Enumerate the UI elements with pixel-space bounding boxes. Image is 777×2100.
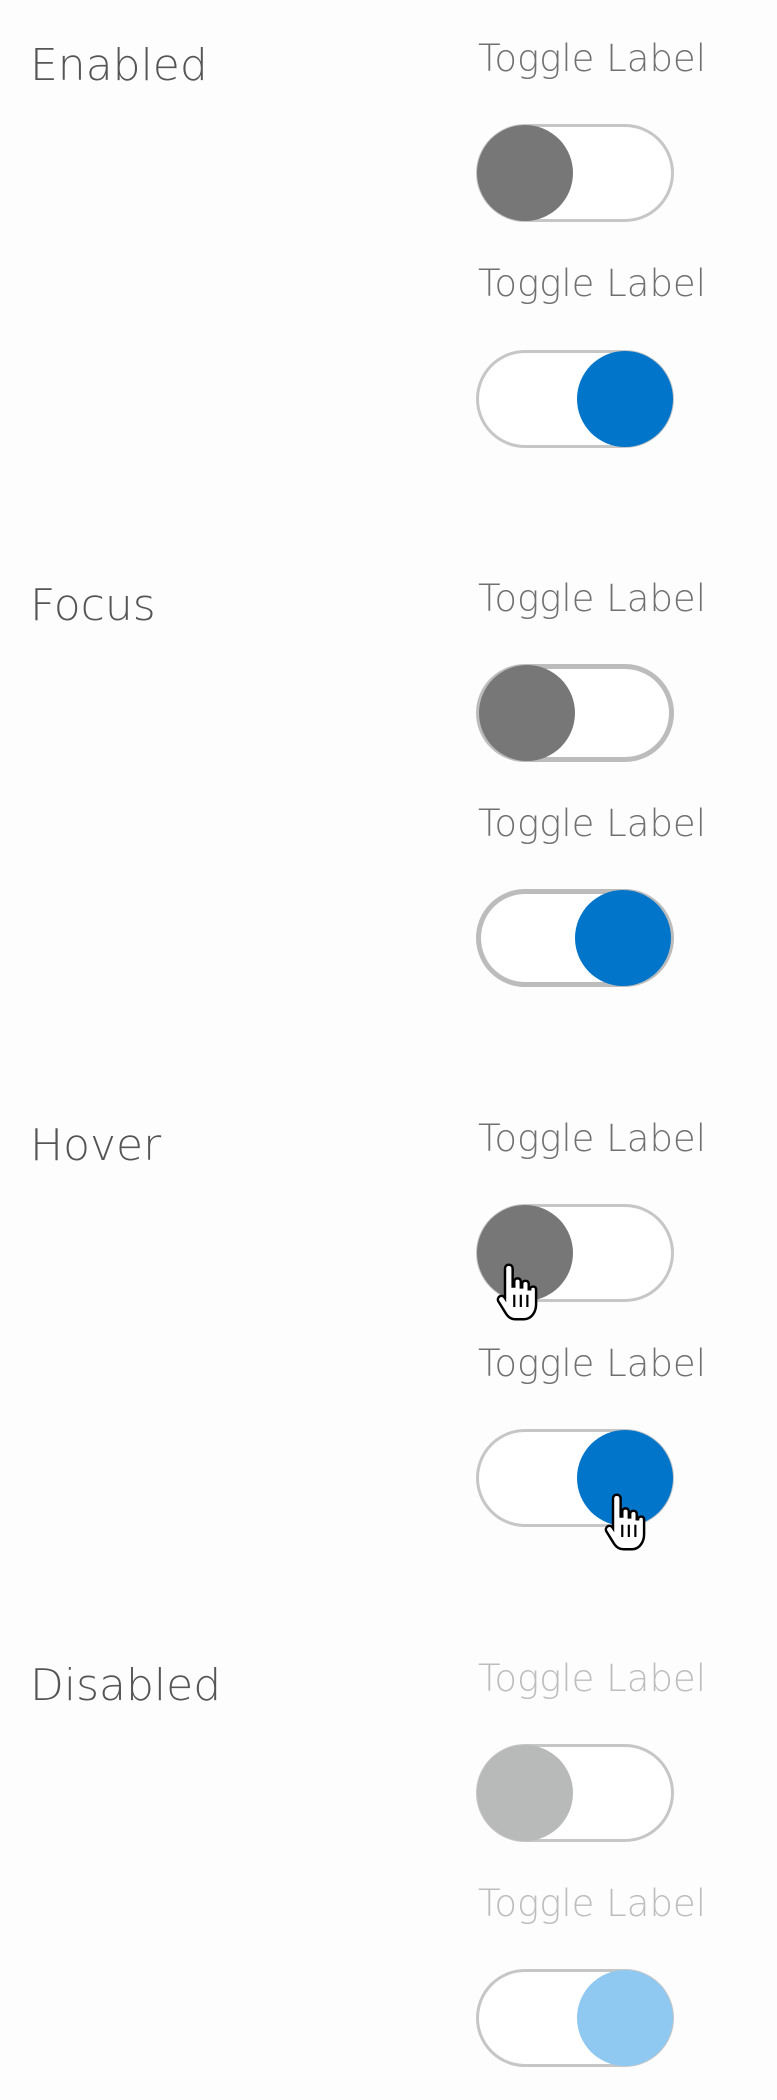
- section-title-disabled: Disabled: [30, 1660, 222, 1711]
- toggle-label: Toggle Label: [478, 1342, 706, 1385]
- section-title-hover: Hover: [30, 1120, 162, 1171]
- toggle-switch-off[interactable]: [476, 124, 674, 222]
- toggle-switch-off-disabled: [476, 1744, 674, 1842]
- toggle-knob: [477, 1745, 573, 1841]
- toggle-knob: [479, 665, 575, 761]
- toggle-label: Toggle Label: [478, 37, 706, 80]
- hand-pointer-icon: [496, 1263, 538, 1321]
- toggle-switch-on[interactable]: [476, 350, 674, 448]
- toggle-label: Toggle Label: [478, 1657, 706, 1700]
- toggle-switch-on-focused[interactable]: [476, 889, 674, 987]
- toggle-switch-on-disabled: [476, 1969, 674, 2067]
- toggle-label: Toggle Label: [478, 1882, 706, 1925]
- toggle-label: Toggle Label: [478, 802, 706, 845]
- section-title-focus: Focus: [30, 580, 156, 631]
- toggle-label: Toggle Label: [478, 577, 706, 620]
- toggle-knob: [477, 125, 573, 221]
- toggle-knob: [577, 351, 673, 447]
- toggle-switch-off-focused[interactable]: [476, 664, 674, 762]
- hand-pointer-icon: [604, 1493, 646, 1551]
- toggle-knob: [577, 1970, 673, 2066]
- toggle-label: Toggle Label: [478, 262, 706, 305]
- section-title-enabled: Enabled: [30, 40, 208, 91]
- toggle-knob: [575, 890, 671, 986]
- toggle-label: Toggle Label: [478, 1117, 706, 1160]
